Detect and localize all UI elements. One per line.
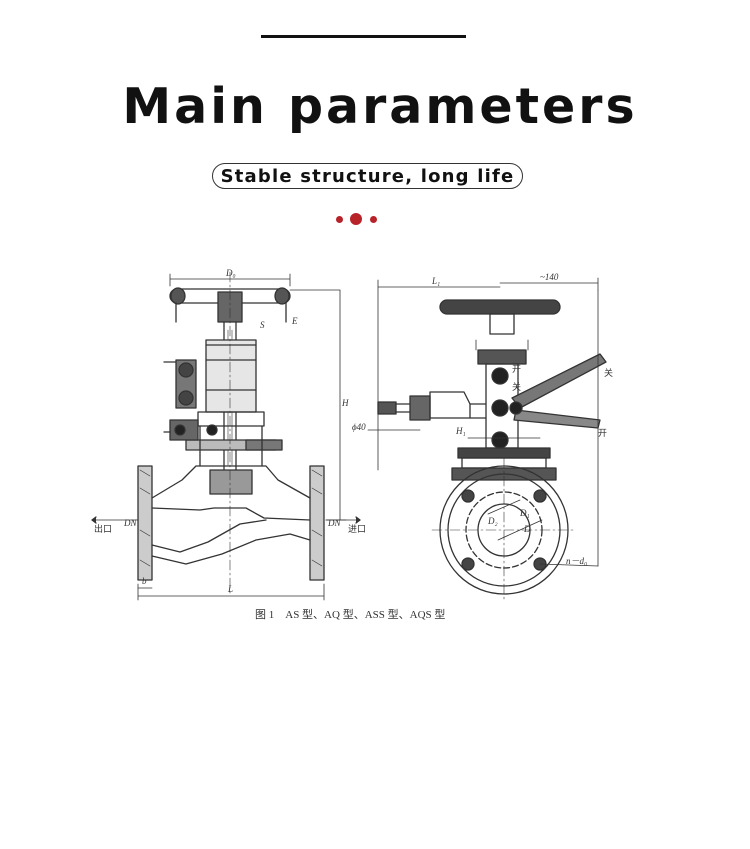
label-d2: D₂: [487, 516, 498, 526]
label-close-1: 关: [512, 381, 521, 392]
label-b: b: [142, 576, 147, 586]
top-divider-rule: [261, 35, 466, 38]
side-pipe: [367, 391, 487, 431]
label-l1: L₁: [431, 276, 440, 286]
label-h: H: [341, 398, 349, 408]
label-e: E: [291, 316, 298, 326]
front-view: [367, 277, 607, 603]
subtitle-pill: Stable structure, long life: [212, 163, 523, 189]
label-dn-right: DN: [327, 518, 341, 528]
subtitle-text: Stable structure, long life: [220, 165, 515, 187]
handwheel-front: [439, 299, 561, 335]
label-d0: D₀: [225, 268, 236, 278]
label-dn-left: DN: [123, 518, 137, 528]
dot-small-left: [336, 216, 343, 223]
label-d: D: [523, 524, 531, 534]
figure-caption: 图 1 AS 型、AQ 型、ASS 型、AQS 型: [255, 609, 446, 621]
label-s: S: [260, 320, 265, 330]
valve-technical-drawing: D₀ L₁ ~140 H S E ϕ40 H₁ DN DN 出口 进口 L b …: [91, 268, 613, 603]
valve-body-section: [137, 465, 325, 581]
bonnet: [185, 339, 283, 467]
operating-lever: [509, 353, 607, 429]
flange-circle: [431, 457, 599, 603]
label-phi40: ϕ40: [352, 422, 366, 432]
label-n-d0: n－d₀: [566, 556, 587, 566]
label-open-2: 开: [598, 428, 607, 438]
dot-small-right: [370, 216, 377, 223]
label-d1: D₁: [519, 508, 530, 518]
label-140: ~140: [540, 272, 559, 282]
decorative-dots: [333, 212, 383, 226]
label-outlet: 出口: [94, 523, 112, 534]
label-open-1: 开: [512, 364, 521, 374]
page-title: Main parameters: [122, 78, 638, 135]
label-h1: H₁: [455, 426, 466, 436]
sectional-view: [91, 271, 361, 601]
label-inlet: 进口: [348, 524, 366, 534]
dot-large-center: [350, 213, 362, 225]
side-lock-mechanism: [163, 359, 218, 441]
label-close-2: 关: [604, 367, 613, 378]
label-l: L: [227, 584, 233, 594]
